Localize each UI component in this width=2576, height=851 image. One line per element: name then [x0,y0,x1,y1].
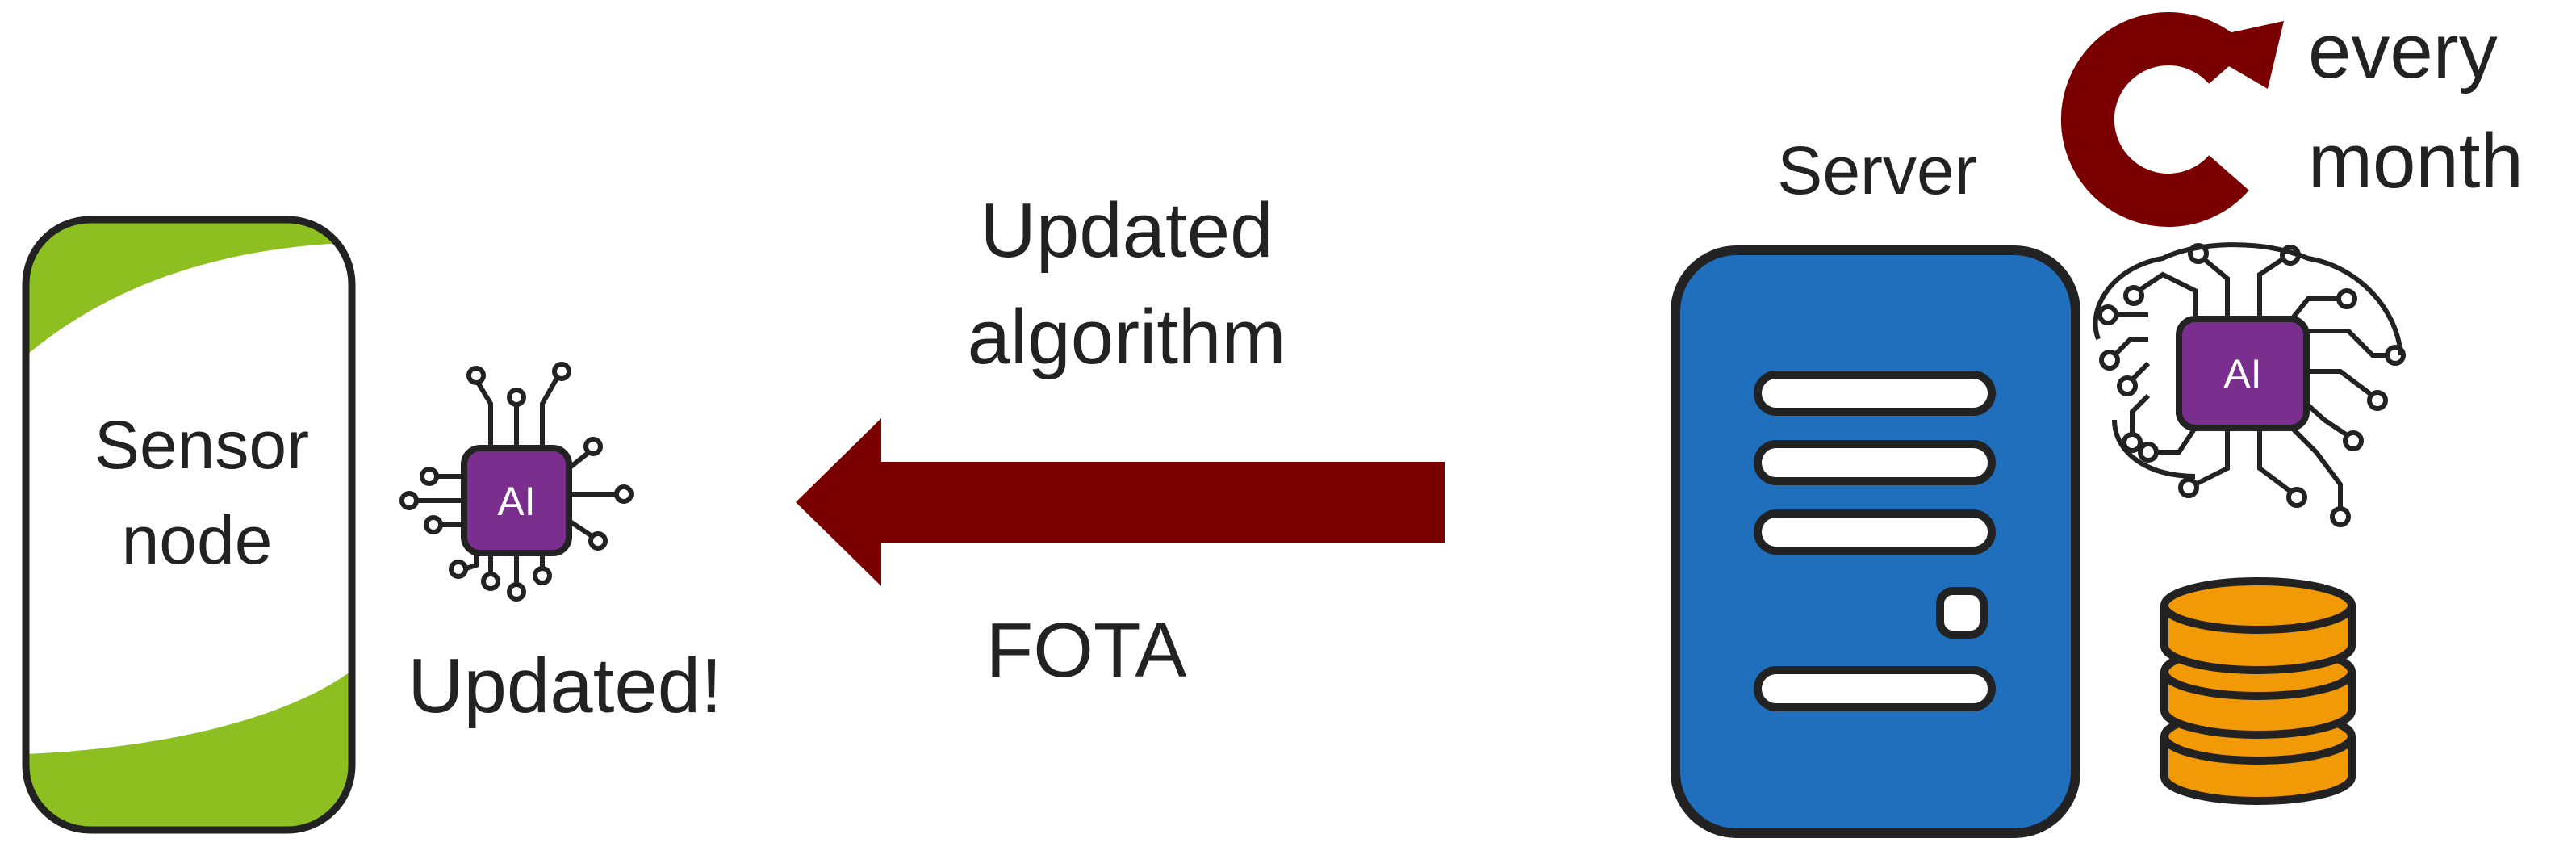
transfer-label-line2: algorithm [968,294,1286,380]
transfer-method: FOTA [986,607,1187,694]
server: Server [1671,132,2080,838]
server-ai-chip-label: AI [2223,351,2261,396]
refresh-icon [2060,12,2284,227]
transfer-section: Updated algorithm FOTA [796,187,1445,694]
sensor-ai-chip-label: AI [497,479,535,524]
server-label: Server [1777,132,1976,208]
sensor-green-top-accent [26,220,352,379]
schedule-line1: every [2308,8,2498,94]
database-icon [2160,577,2356,805]
fota-arrow [796,418,1445,586]
server-slot-3 [1754,509,1996,555]
sensor-status-text: Updated! [408,643,722,729]
server-slot-1 [1754,371,1996,416]
schedule-line2: month [2308,118,2524,204]
server-slot-4 [1754,666,1996,711]
server-led [1936,587,1988,639]
server-slot-2 [1754,440,1996,485]
sensor-label-line1: Sensor [94,407,309,483]
sensor-green-bottom-accent [26,646,352,830]
sensor-node: Sensor node [22,216,356,834]
sensor-label-line2: node [122,502,273,578]
sensor-ai-chip-icon [399,362,634,602]
server-ai-brain-icon [2093,242,2406,527]
transfer-label-line1: Updated [981,187,1273,274]
